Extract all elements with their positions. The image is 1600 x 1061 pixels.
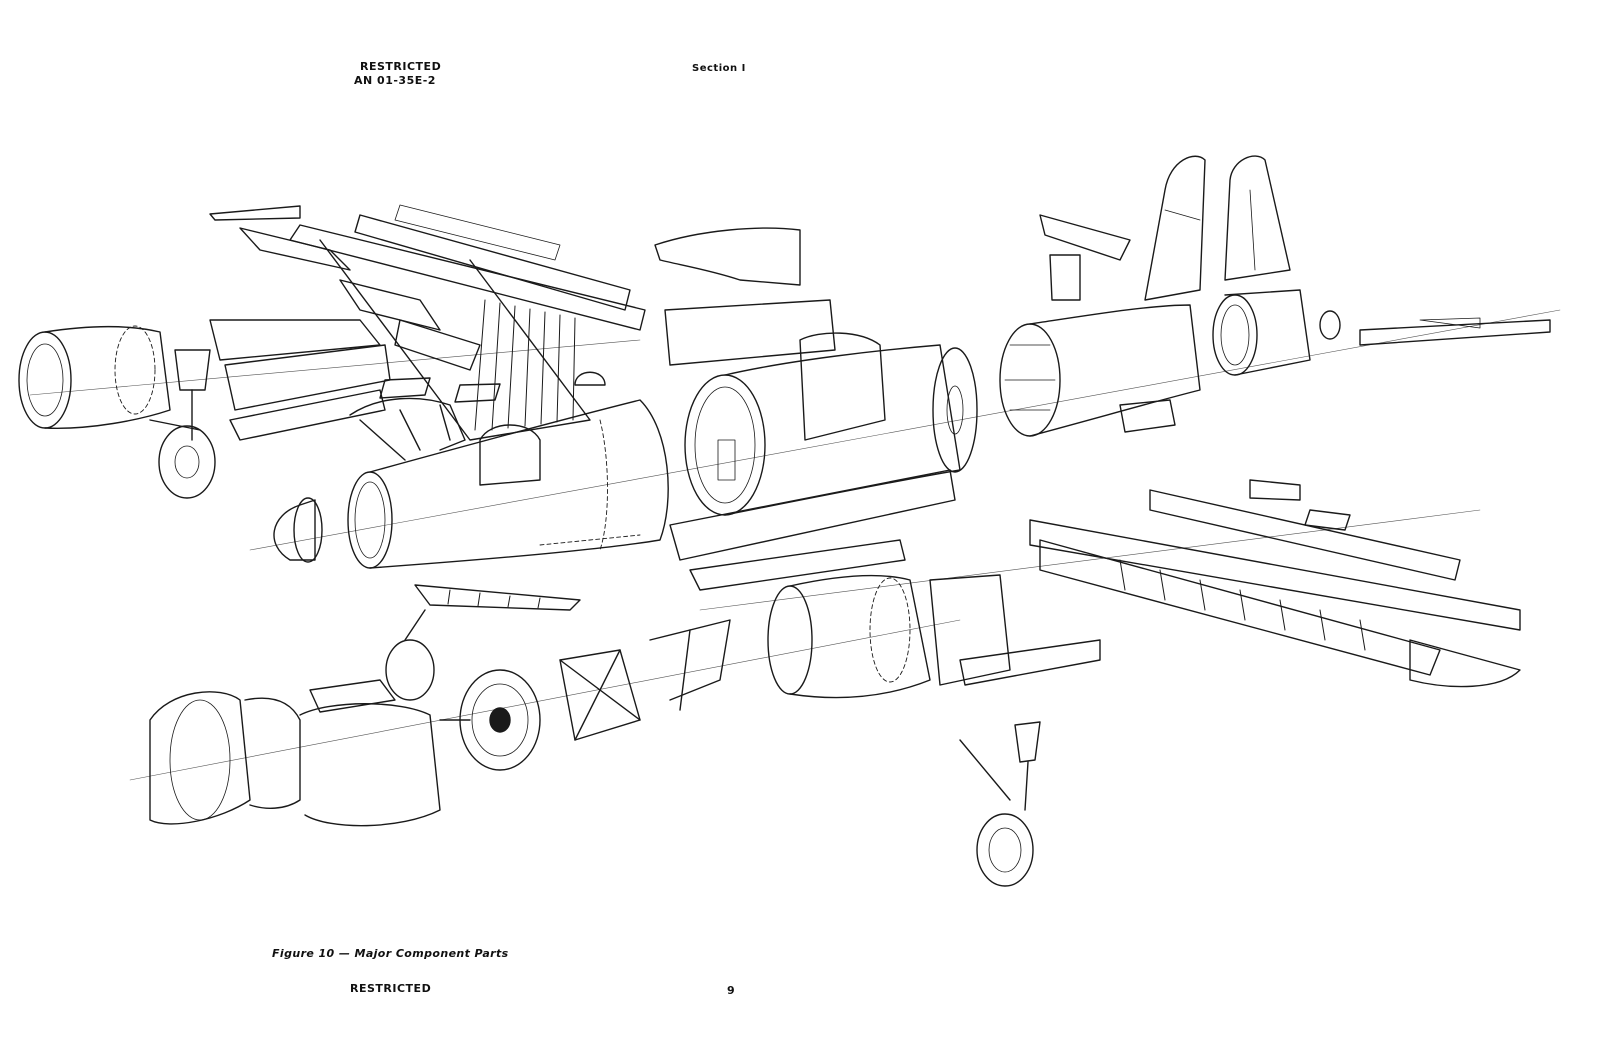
right-main-landing-gear [959,721,1041,887]
right-engine-nacelle [767,574,1101,699]
left-main-landing-gear [149,349,216,499]
figure-caption: Figure 10 — Major Component Parts [272,947,509,960]
page-number: 9 [727,984,735,997]
radial-engine [439,669,541,771]
header-classification: RESTRICTED [360,60,442,73]
manual-number: AN 01-35E-2 [354,74,436,87]
nose-cone [273,497,323,563]
aft-fuselage [999,304,1201,437]
forward-fuselage [347,399,669,569]
footer-classification: RESTRICTED [350,982,432,995]
right-wing-panel [1029,479,1521,688]
engine-cowling [149,609,441,827]
engine-mount [559,619,731,741]
tail-fairing [1212,289,1341,376]
cockpit-canopy [349,371,606,461]
center-fuselage [664,299,978,591]
center-lines [29,309,1561,781]
header-block: RESTRICTED AN 01-35E-2 [354,60,442,88]
left-engine-nacelle [18,319,391,441]
vertical-stabilizers [1049,155,1291,301]
section-label: Section I [692,63,746,74]
upper-fairing [654,227,801,286]
horizontal-stabilizer [1039,214,1551,346]
left-wing-panel [209,204,646,441]
lower-fuselage-panel [414,584,581,611]
